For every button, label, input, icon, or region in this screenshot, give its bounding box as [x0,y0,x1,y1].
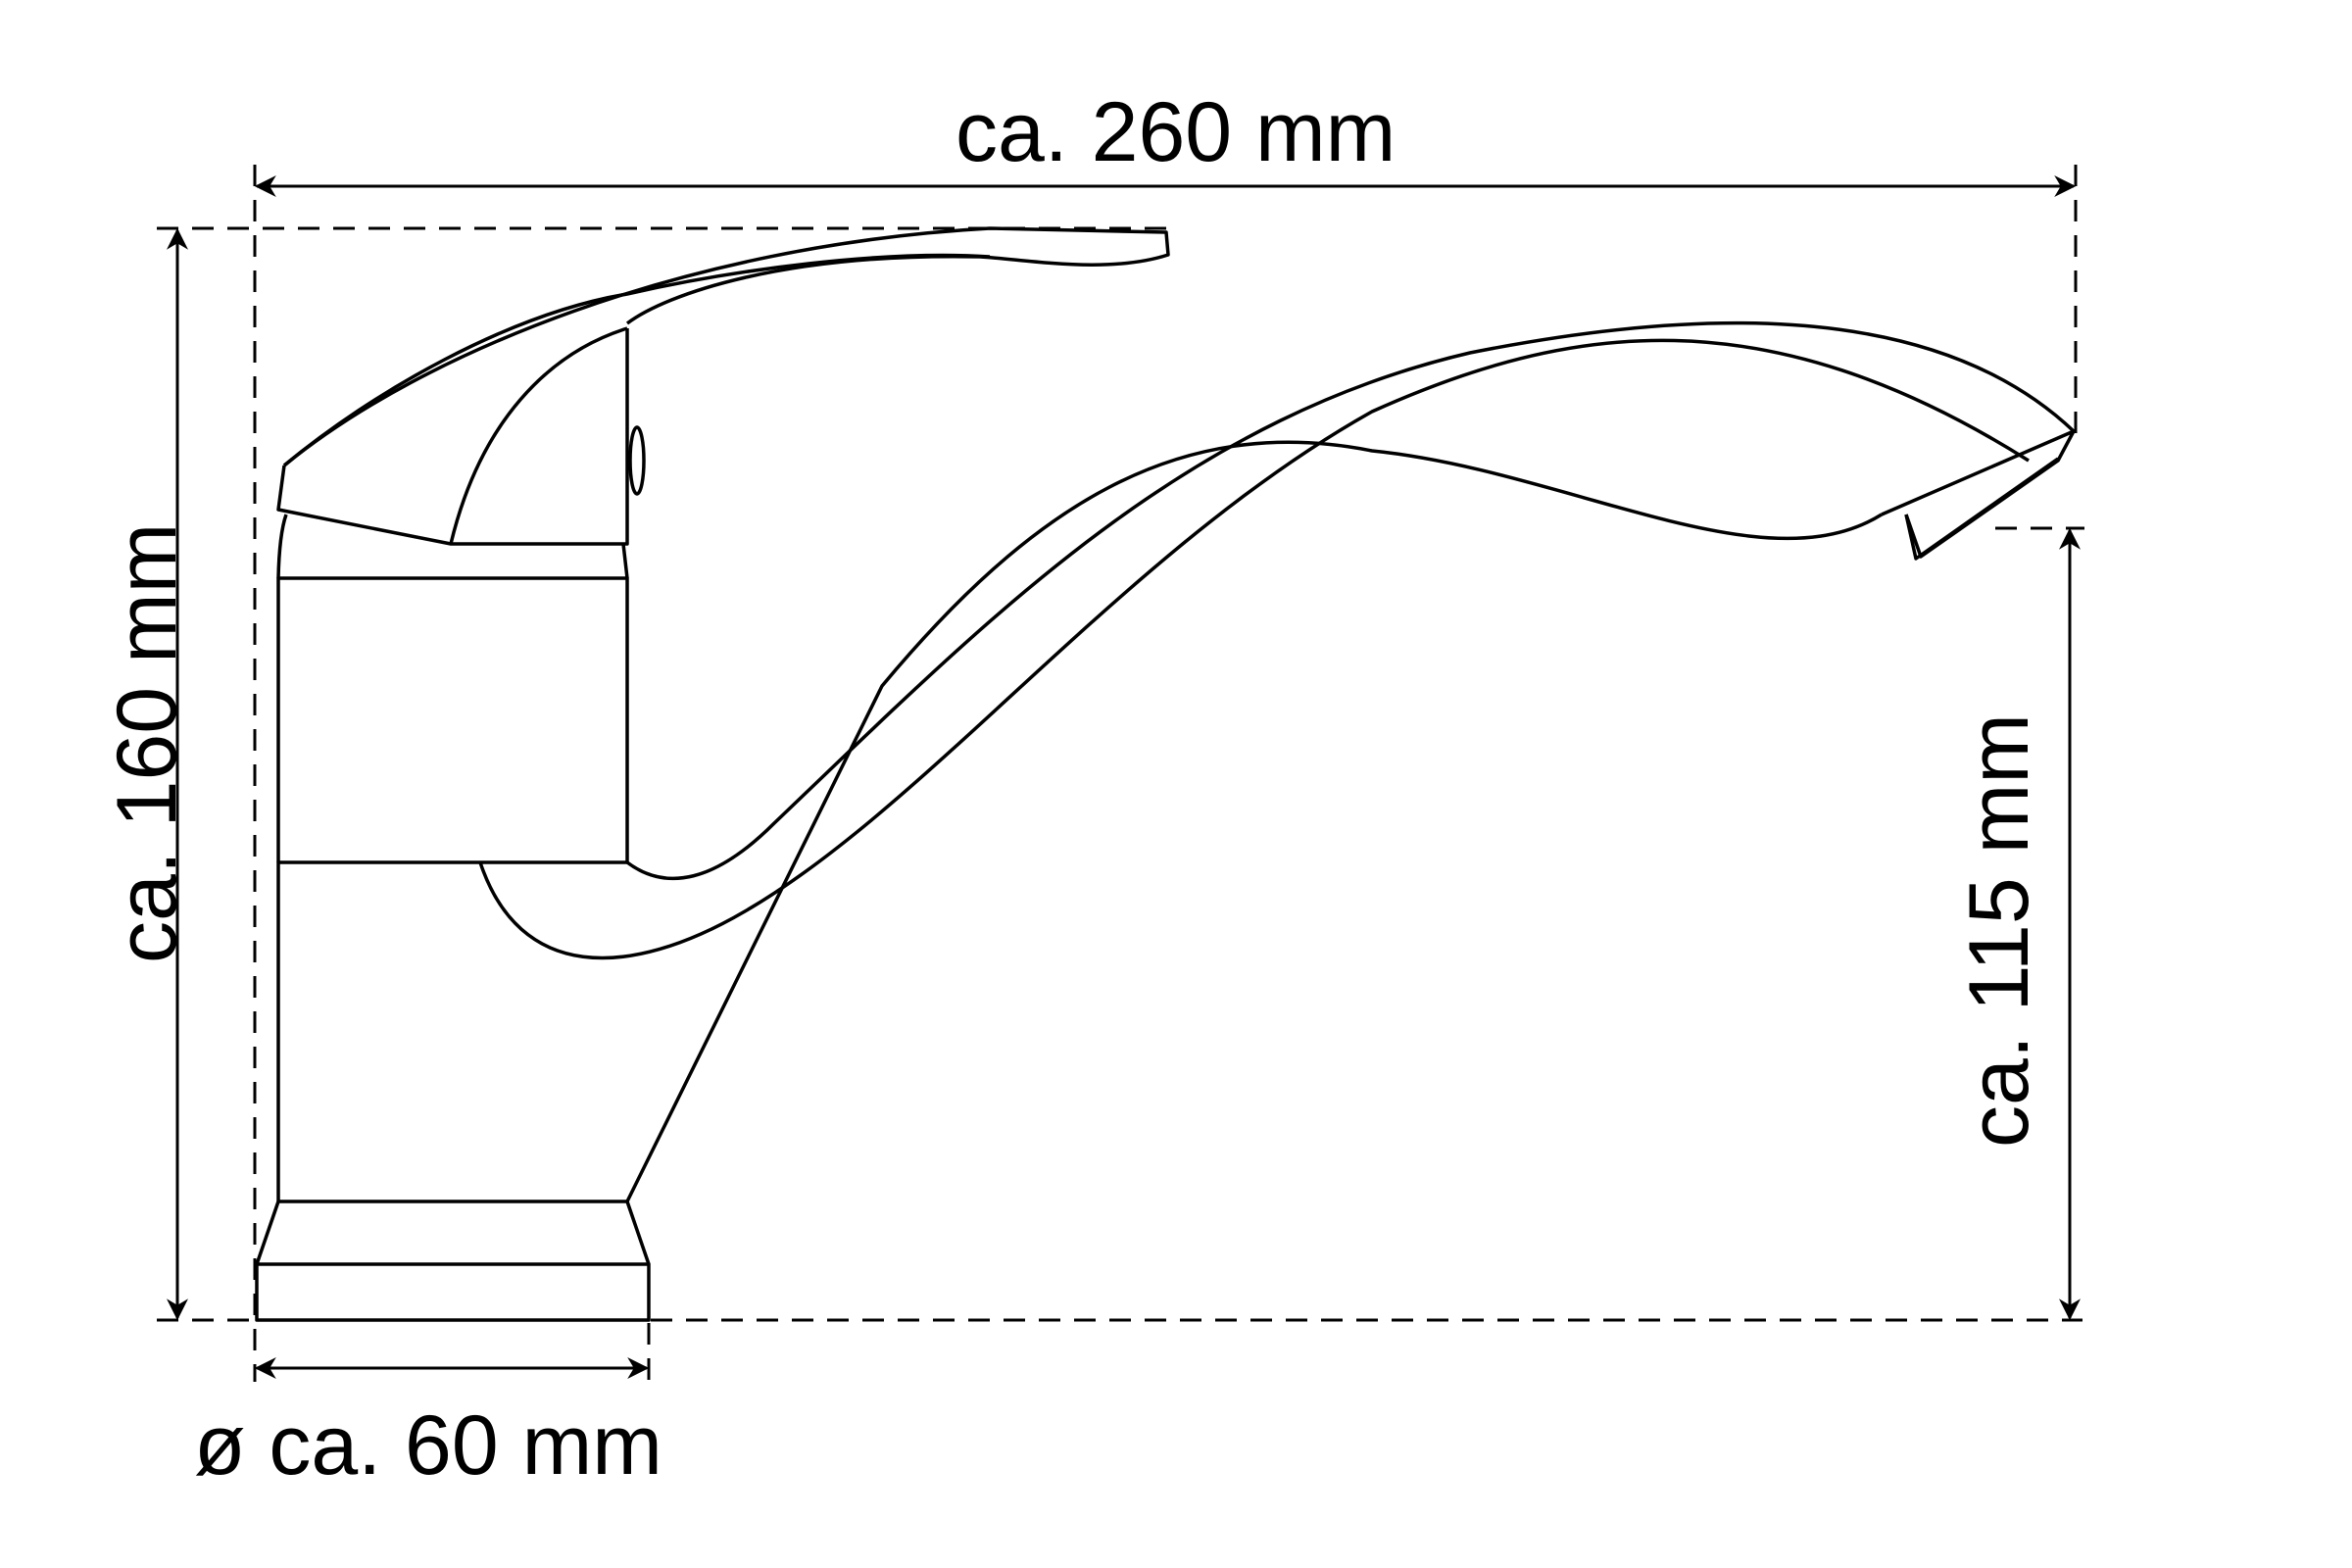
lever-handle-top [282,226,1170,467]
width-label: ca. 260 mm [956,85,1396,179]
aerator-tip [1904,457,2060,561]
body-top-right [621,543,629,579]
body-cartridge [276,576,629,862]
lever-screw [628,425,646,496]
dimension-arrows [167,175,2081,1379]
spout-upper-edge [625,320,2076,881]
spout-height-label: ca. 115 mm [1952,713,2046,1148]
spout-lower-edge [625,440,1883,1202]
base-plate [255,1262,651,1322]
lever-handle-inner [282,253,991,467]
extension-lines [157,165,2084,1382]
lever-handle-curve [449,326,628,545]
faucet-outline [255,226,2076,1322]
body-top-curve [276,514,288,579]
spout-inner-edge [478,338,2030,960]
base-diameter-label: ø ca. 60 mm [194,1398,662,1493]
height-label: ca. 160 mm [100,522,194,963]
base-collar [255,1200,651,1265]
body-lower [276,860,627,1201]
